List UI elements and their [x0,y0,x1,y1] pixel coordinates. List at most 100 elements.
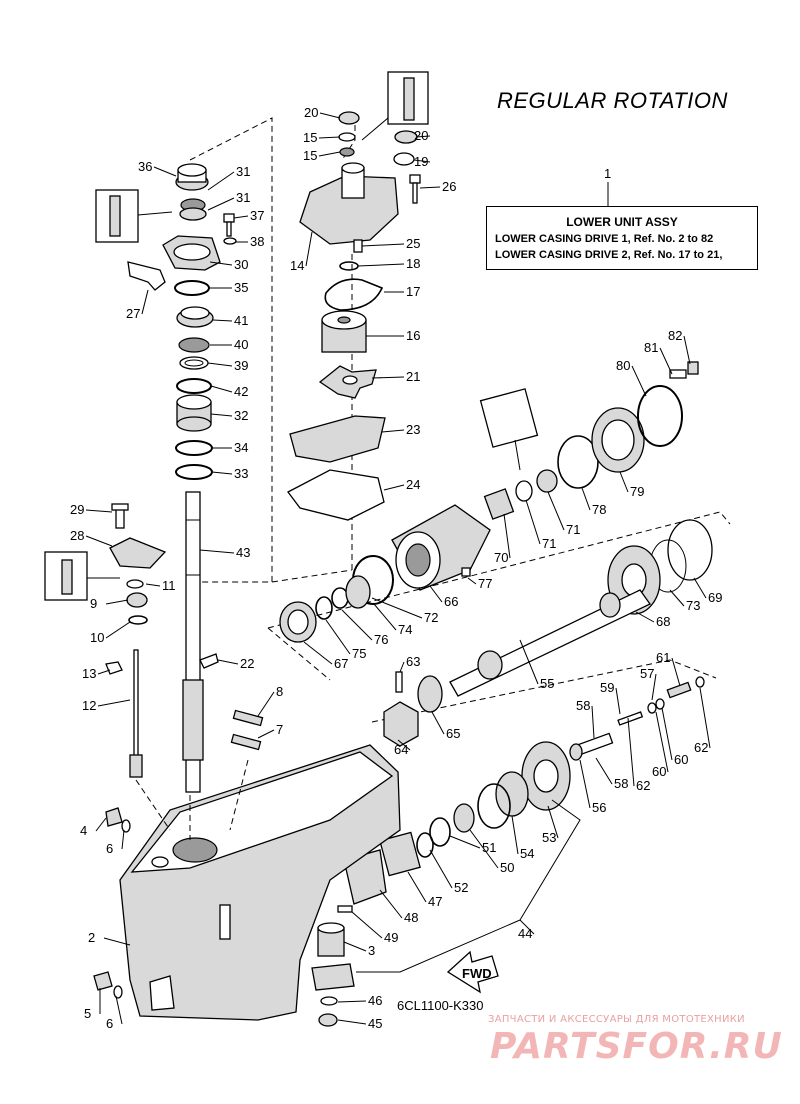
leader-line [337,1019,367,1025]
leader-line [318,136,341,139]
part-number-label: 2 [88,930,95,945]
leader-line [383,484,405,491]
leader-line [619,471,629,493]
part-number-label: 60 [674,752,688,767]
part-number-label: 48 [404,910,418,925]
part-number-label: 74 [398,622,412,637]
assembly-box: LOWER UNIT ASSY LOWER CASING DRIVE 1, Re… [486,206,758,270]
part-number-label: 45 [368,1016,382,1031]
part-number-label: 41 [234,313,248,328]
part-number-label: 19 [414,154,428,169]
leader-line [303,641,333,665]
part-number-label: 16 [406,328,420,343]
part-number-label: 33 [234,466,248,481]
part-number-label: 80 [616,358,630,373]
leader-line [429,585,443,603]
part-number-label: 62 [636,778,650,793]
leader-line [325,619,351,655]
part-number-label: 51 [482,840,496,855]
part-number-label: 73 [686,598,700,613]
leader-line [415,135,431,138]
leader-line [141,289,149,315]
leader-line [511,815,519,855]
leader-line [207,197,235,211]
part-number-label: 65 [446,726,460,741]
diagram-title: REGULAR ROTATION [497,88,728,113]
leader-line [361,243,405,247]
assembly-line-1: LOWER CASING DRIVE 1, Ref. No. 2 to 82 [495,233,714,245]
leader-line [615,687,621,715]
part-number-label: 71 [542,536,556,551]
part-number-label: 43 [236,545,250,560]
part-number-label: 57 [640,666,654,681]
leader-line [371,376,405,379]
part-number-label: 42 [234,384,248,399]
assembly-line-2: LOWER CASING DRIVE 2, Ref. No. 17 to 21, [495,249,723,261]
part-number-label: 71 [566,522,580,537]
part-number-label: 59 [600,680,614,695]
part-number-label: 37 [250,208,264,223]
leader-line [397,739,411,751]
part-number-label: 58 [576,698,590,713]
part-number-label: 4 [80,823,87,838]
part-number-label: 20 [304,105,318,120]
part-number-label: 26 [442,179,456,194]
part-number-label: 32 [234,408,248,423]
leader-line [429,849,453,889]
leader-line [547,491,565,531]
leader-line [121,829,125,850]
leader-line [85,509,113,513]
part-number-label: 11 [162,578,176,593]
part-number-label: 17 [406,284,420,299]
leader-line [337,1000,367,1003]
part-number-label: 39 [234,358,248,373]
leader-line [699,687,711,749]
part-number-label: 7 [276,722,283,737]
leader-line [319,112,341,119]
leader-line [671,657,681,687]
part-number-label: 25 [406,236,420,251]
part-number-label: 14 [290,258,304,273]
leader-line [209,261,233,266]
part-number-label: 8 [276,684,283,699]
diagram-code: 6CL1100-K330 [397,998,484,1013]
leader-line [503,513,511,559]
part-number-label: 68 [656,614,670,629]
leader-line [115,995,123,1025]
part-number-label: 6 [106,1016,113,1031]
leader-line [145,583,161,587]
part-number-label: 79 [630,484,644,499]
leader-line [217,659,239,665]
leader-line [212,319,233,322]
leader-line [357,263,405,267]
part-number-label: 49 [384,930,398,945]
leader-line [85,535,113,547]
leader-line [343,941,367,952]
fwd-text: FWD [462,966,492,981]
leader-line [661,707,673,761]
leader-line [381,429,405,433]
leader-line [257,729,275,739]
part-number-label: 56 [592,800,606,815]
leader-line [103,937,131,946]
leader-line [105,599,129,605]
leader-line [379,889,403,919]
leader-line [413,159,431,163]
part-number-label: 77 [478,576,492,591]
leader-line [341,609,373,641]
part-number-label: 22 [240,656,254,671]
leader-line [419,186,441,189]
leader-line [525,499,541,545]
driveshaft-group [95,117,273,793]
part-number-label: 72 [424,610,438,625]
leader-line [95,817,107,832]
leader-line [581,487,591,511]
part-number-label: 52 [454,880,468,895]
part-number-label: 40 [234,337,248,352]
leader-line [233,215,249,219]
leader-line [579,759,591,809]
part-number-label: 30 [234,257,248,272]
part-number-label: 31 [236,164,250,179]
part-number-label: 78 [592,502,606,517]
